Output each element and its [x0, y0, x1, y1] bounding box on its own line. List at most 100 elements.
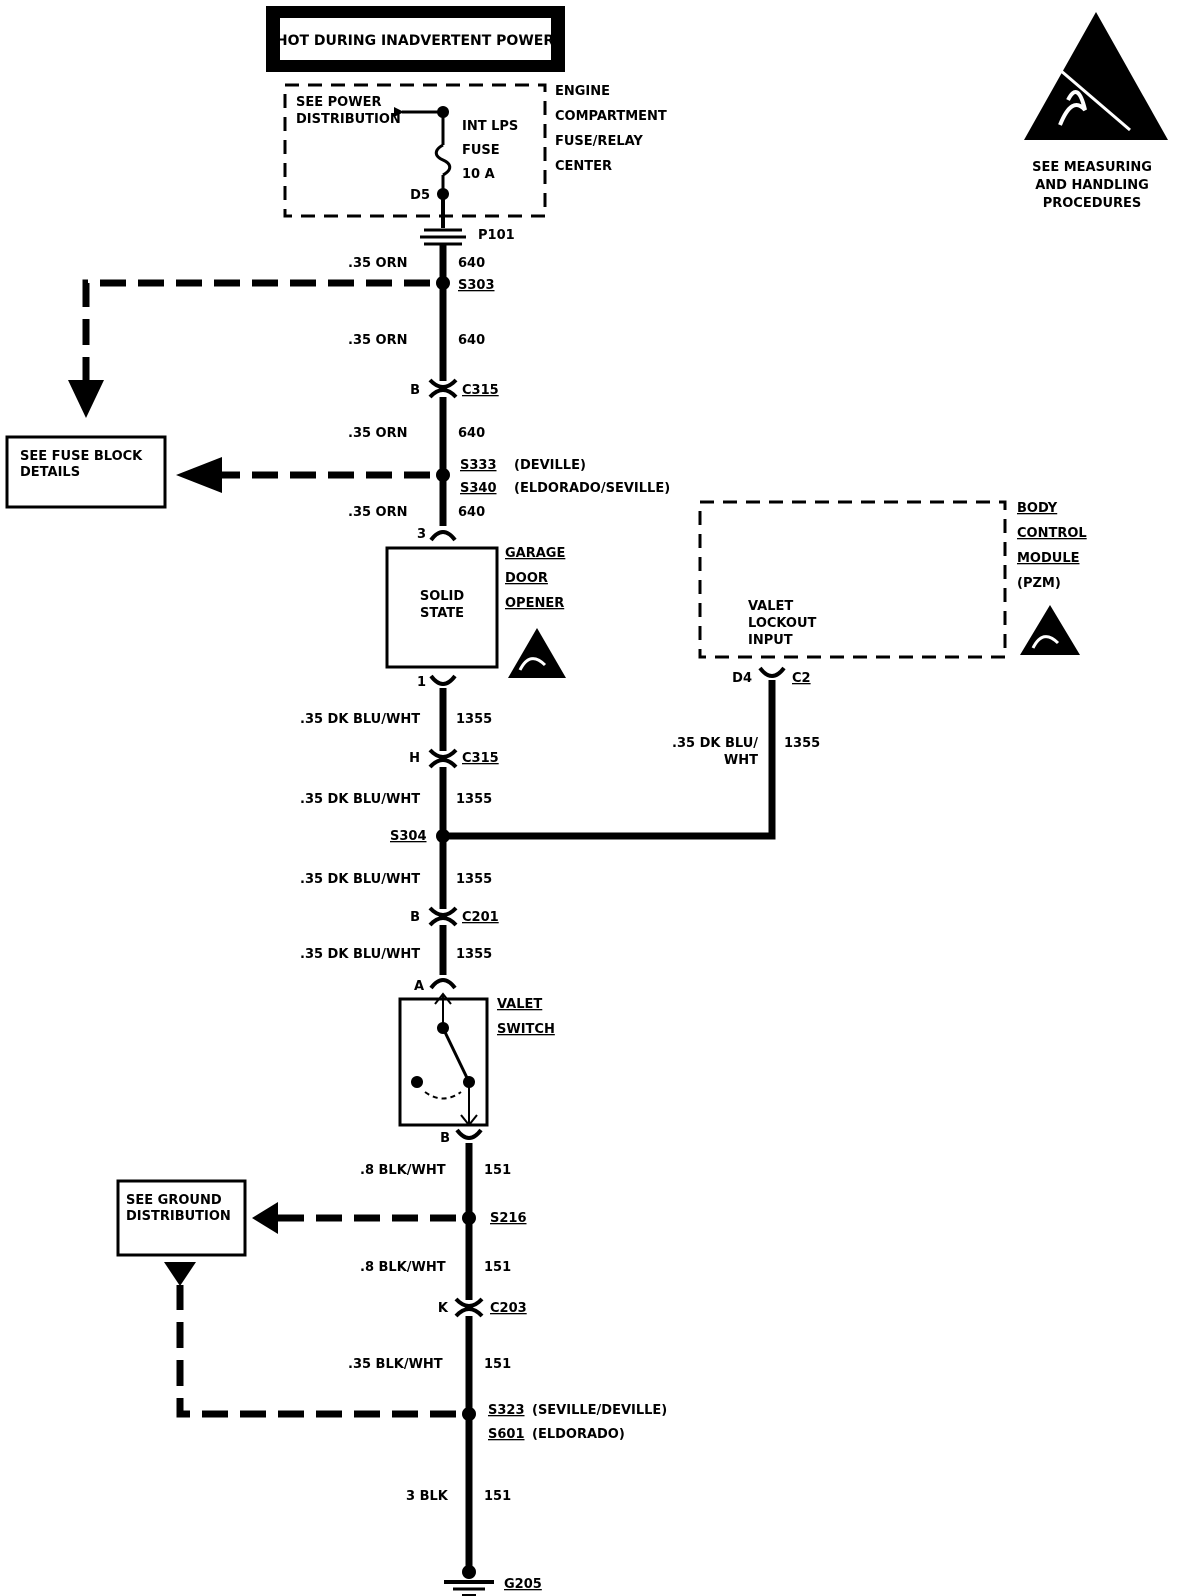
- fuse-block-line2: DETAILS: [20, 465, 80, 480]
- wire-dkblu-size-2: .35 DK BLU/WHT: [300, 792, 420, 807]
- wire-dkblu-circuit-3: 1355: [456, 872, 492, 887]
- ground-distribution: SEE GROUND DISTRIBUTION: [116, 1179, 247, 1257]
- bcm-name-3: MODULE: [1017, 551, 1080, 566]
- arrow-up-icon: [164, 1262, 196, 1286]
- body-control-module: VALET LOCKOUT INPUT BODY CONTROL MODULE …: [698, 500, 1087, 686]
- hot-during-power-header: HOT DURING INADVERTENT POWER: [266, 6, 565, 72]
- ground-dist-line2: DISTRIBUTION: [126, 1209, 231, 1224]
- valet-pin-a: A: [414, 979, 424, 994]
- wire-blk-circuit-1: 151: [484, 1163, 511, 1178]
- c203-pin-k: K: [438, 1301, 449, 1316]
- wire-dkblu-size-4: .35 DK BLU/WHT: [300, 947, 420, 962]
- garage-pin-3: 3: [417, 527, 426, 542]
- c201-pin-b: B: [410, 910, 420, 925]
- splice-s304-label: S304: [390, 829, 427, 844]
- fuse-center-name-1: ENGINE: [555, 84, 610, 99]
- esd-note-line2: AND HANDLING: [1035, 178, 1149, 193]
- see-power-line1: SEE POWER: [296, 95, 381, 110]
- bcm-esd-icon: [1020, 605, 1080, 655]
- wire-blkwht-size-1: .8 BLK/WHT: [360, 1163, 446, 1178]
- fuse-word: FUSE: [462, 143, 500, 158]
- bcm-name-1: BODY: [1017, 501, 1058, 516]
- c315-h-connector: H C315: [409, 748, 499, 769]
- wire-blk-circuit-4: 151: [484, 1489, 511, 1504]
- esd-note-line3: PROCEDURES: [1043, 196, 1142, 211]
- wire-dkblu-split-2: WHT: [724, 753, 758, 768]
- p101-label: P101: [478, 228, 515, 243]
- see-power-line2: DISTRIBUTION: [296, 112, 401, 127]
- wire-blk-size-3: 3 BLK: [406, 1489, 449, 1504]
- c203-label: C203: [490, 1301, 527, 1316]
- wire-orn-size-3: .35 ORN: [348, 426, 408, 441]
- c2-pin-d4: D4: [732, 671, 752, 686]
- splice-s303: [436, 276, 450, 290]
- splice-s303-label: S303: [458, 278, 495, 293]
- fuse-symbol: [434, 143, 452, 177]
- p101-connector: P101: [420, 194, 515, 246]
- garage-door-opener: 3 SOLID STATE GARAGE DOOR OPENER 1: [385, 526, 566, 690]
- valet-name-1: VALET: [497, 997, 542, 1012]
- wire-blk-circuit-3: 151: [484, 1357, 511, 1372]
- c203-connector: K C203: [438, 1297, 527, 1318]
- splice-s216-label: S216: [490, 1211, 527, 1226]
- garage-pin-1: 1: [417, 675, 426, 690]
- wire-to-bcm: [443, 680, 776, 840]
- bcm-input-2: LOCKOUT: [748, 616, 817, 631]
- wire-dkblu-circuit-bcm: 1355: [784, 736, 820, 751]
- c315-pin-h: H: [409, 751, 420, 766]
- fuse-terminal: D5: [410, 188, 430, 203]
- wire-orn-circuit-1: 640: [458, 256, 485, 271]
- bcm-sub: (PZM): [1017, 576, 1061, 591]
- splice-s340-label: S340: [460, 481, 497, 496]
- wire-orn-size-2: .35 ORN: [348, 333, 408, 348]
- fuse-block-line1: SEE FUSE BLOCK: [20, 449, 143, 464]
- fuse-relay-center: SEE POWER DISTRIBUTION INT LPS FUSE 10 A…: [283, 83, 667, 218]
- fuse-center-name-4: CENTER: [555, 159, 612, 174]
- arrow-down-icon: [68, 380, 104, 418]
- fuse-block-details: SEE FUSE BLOCK DETAILS: [5, 435, 167, 509]
- wire-orn-circuit-3: 640: [458, 426, 485, 441]
- wire-dkblu-circuit-2: 1355: [456, 792, 492, 807]
- c315-label-2: C315: [462, 751, 499, 766]
- ground-g205: G205: [444, 1565, 542, 1596]
- valet-name-2: SWITCH: [497, 1022, 555, 1037]
- splice-s333-label: S333: [460, 458, 497, 473]
- bcm-input-1: VALET: [748, 599, 793, 614]
- splice-s323-note: (SEVILLE/DEVILLE): [532, 1403, 667, 1418]
- garage-name-3: OPENER: [505, 596, 564, 611]
- fuse-center-name-3: FUSE/RELAY: [555, 134, 643, 149]
- wire-orn-circuit-4: 640: [458, 505, 485, 520]
- fuse-rating: 10 A: [462, 167, 495, 182]
- ground-dist-line1: SEE GROUND: [126, 1193, 222, 1208]
- fuse-center-name-2: COMPARTMENT: [555, 109, 667, 124]
- arrow-left-small-icon: [252, 1202, 278, 1234]
- c315-label-1: C315: [462, 383, 499, 398]
- s303-branch: [82, 279, 430, 380]
- wire-blkwht-size-3: .35 BLK/WHT: [348, 1357, 443, 1372]
- wire-dkblu-circuit-1: 1355: [456, 712, 492, 727]
- wire-dkblu-circuit-4: 1355: [456, 947, 492, 962]
- bcm-input-3: INPUT: [748, 633, 793, 648]
- valet-switch: A VALET SWITCH B: [398, 975, 555, 1146]
- bcm-name-2: CONTROL: [1017, 526, 1087, 541]
- wire-dkblu-size-3: .35 DK BLU/WHT: [300, 872, 420, 887]
- c201-connector: B C201: [410, 906, 499, 927]
- garage-line2: STATE: [420, 606, 464, 621]
- c315-b-connector: B C315: [410, 378, 499, 399]
- splice-s601-label: S601: [488, 1427, 525, 1442]
- c201-label: C201: [462, 910, 499, 925]
- arrow-left-icon: [176, 457, 222, 493]
- switch-blade: [441, 1027, 471, 1083]
- ground-label: G205: [504, 1577, 542, 1592]
- splice-s333: [436, 468, 450, 482]
- esd-warning-icon: [1024, 12, 1168, 140]
- splice-s333-note: (DEVILLE): [514, 458, 586, 473]
- c2-label: C2: [792, 671, 811, 686]
- splice-s601-note: (ELDORADO): [532, 1427, 625, 1442]
- garage-name-2: DOOR: [505, 571, 548, 586]
- splice-s340-note: (ELDORADO/SEVILLE): [514, 481, 670, 496]
- esd-note: SEE MEASURING AND HANDLING PROCEDURES: [1024, 12, 1168, 211]
- wire-blk-circuit-2: 151: [484, 1260, 511, 1275]
- splice-s216: [462, 1211, 476, 1225]
